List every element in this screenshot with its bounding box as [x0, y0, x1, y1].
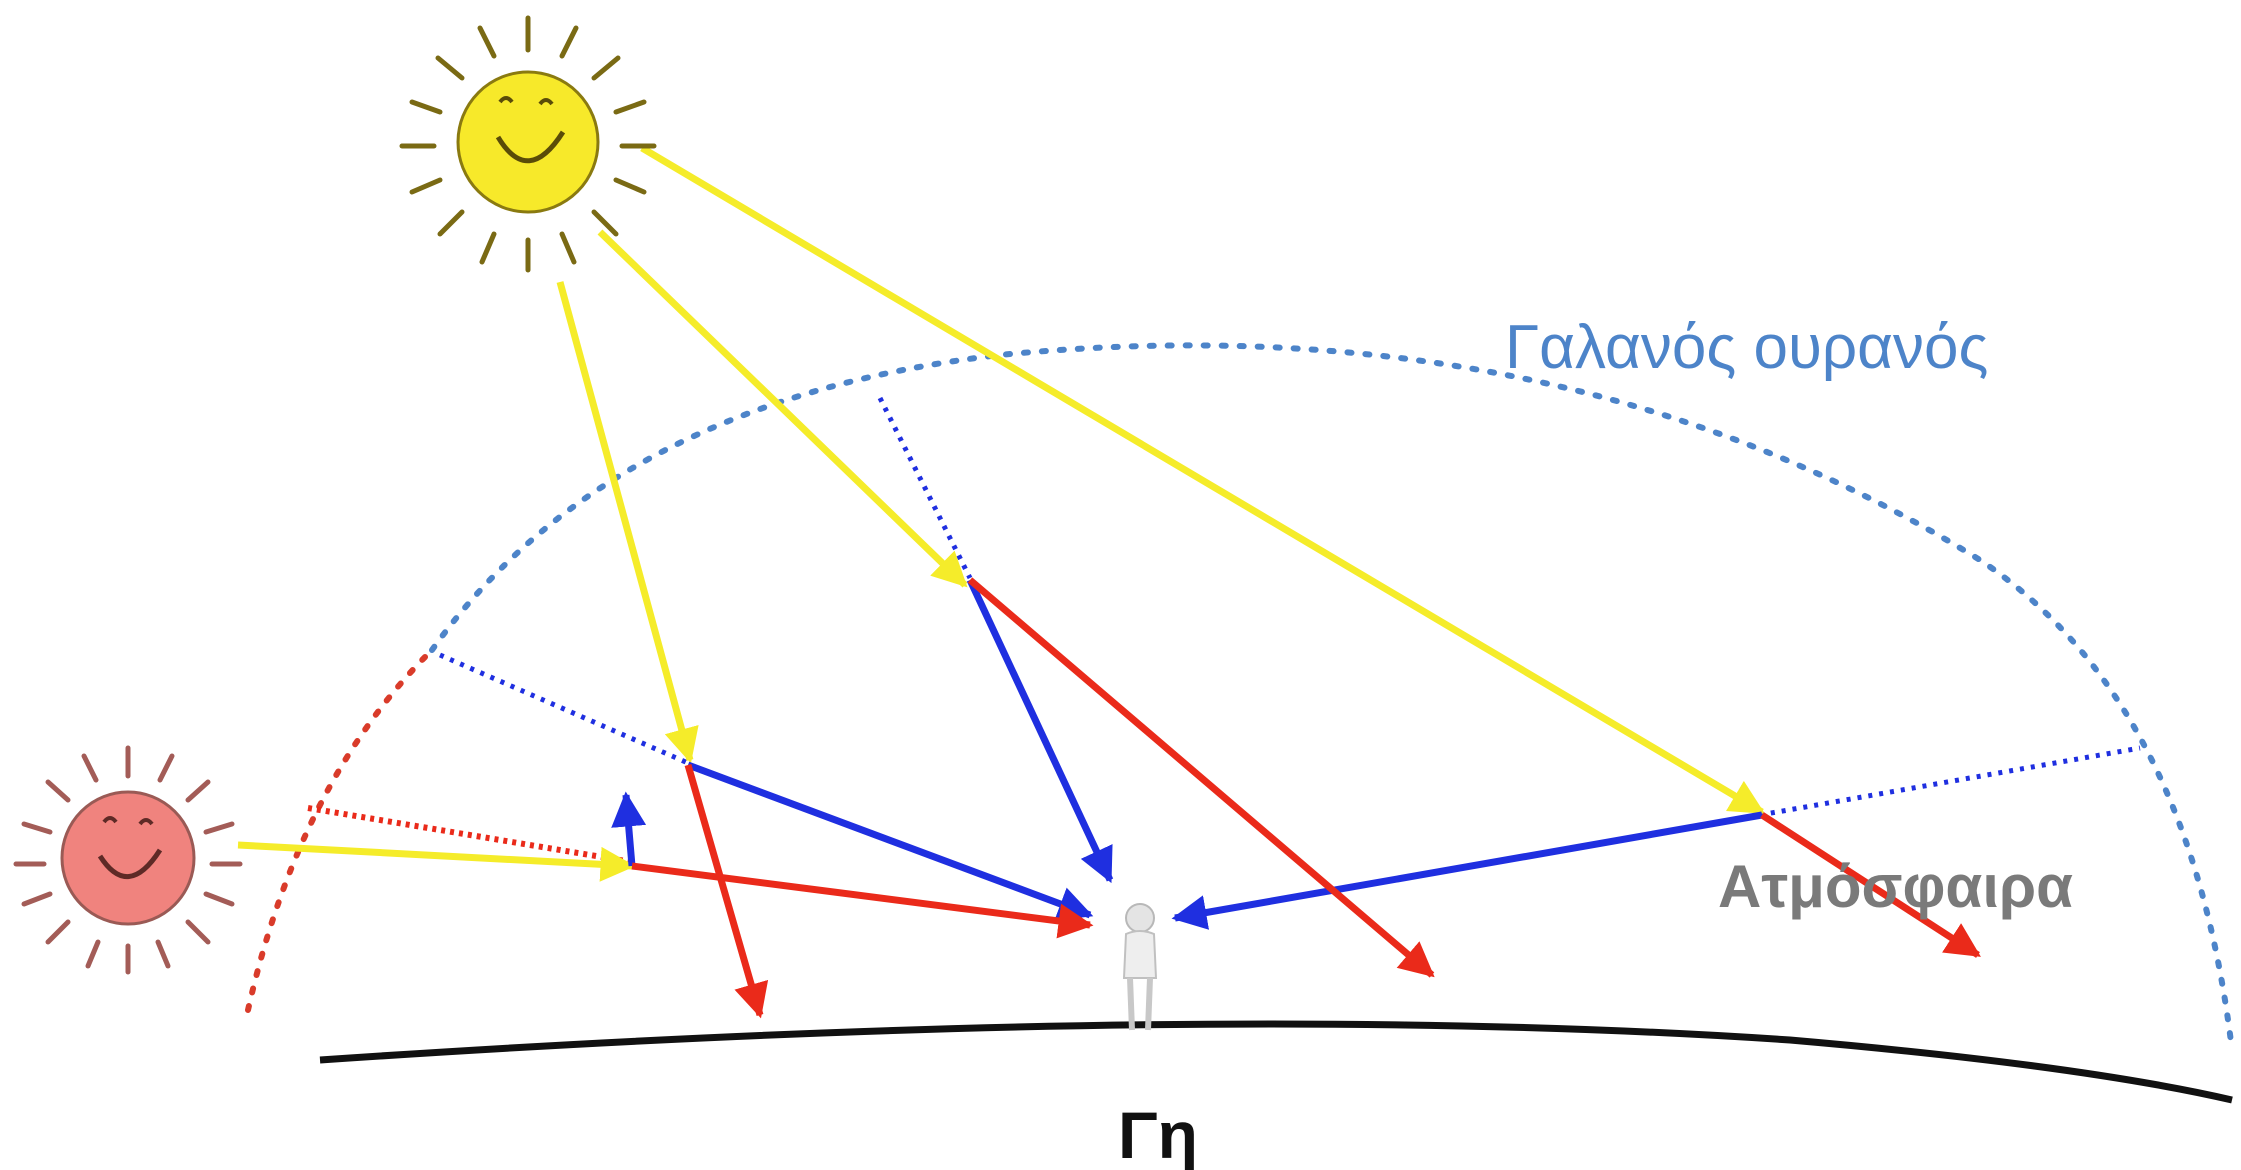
- blue-ray-3: [1171, 811, 1763, 930]
- sunset-sun-icon: [13, 745, 243, 975]
- red-ray-1: [684, 764, 769, 1019]
- dotted-blue-line-right: [1759, 745, 2141, 818]
- dotted-blue-line-center: [877, 396, 973, 580]
- dotted-red-line-sunset: [307, 805, 633, 865]
- dotted-blue-line-left: [439, 652, 689, 766]
- blue-ray-sunset-up: [611, 791, 647, 867]
- sunlight-ray-3: [640, 144, 1766, 816]
- noon-sun-icon: [399, 15, 657, 273]
- red-ray-3: [1760, 812, 1981, 958]
- atmosphere-label: Ατμόσφαιρα: [1718, 853, 2073, 920]
- sky-dome-blue: [429, 342, 2235, 1053]
- observer-icon: [1122, 903, 1158, 1031]
- sky-dome-red: [245, 647, 435, 1013]
- red-ray-sunset: [631, 862, 1094, 939]
- blue-ray-2: [966, 578, 1114, 884]
- sky-label: Γαλανός ουρανός: [1505, 313, 1988, 382]
- sunset-sunlight-ray: [237, 841, 636, 882]
- sunlight-ray-2: [597, 229, 968, 588]
- red-ray-2: [967, 577, 1435, 978]
- earth-label: Γη: [1118, 1098, 1198, 1170]
- blue-ray-1: [686, 761, 1094, 921]
- ground-line: [319, 1020, 2233, 1104]
- sunlight-ray-1: [556, 281, 699, 764]
